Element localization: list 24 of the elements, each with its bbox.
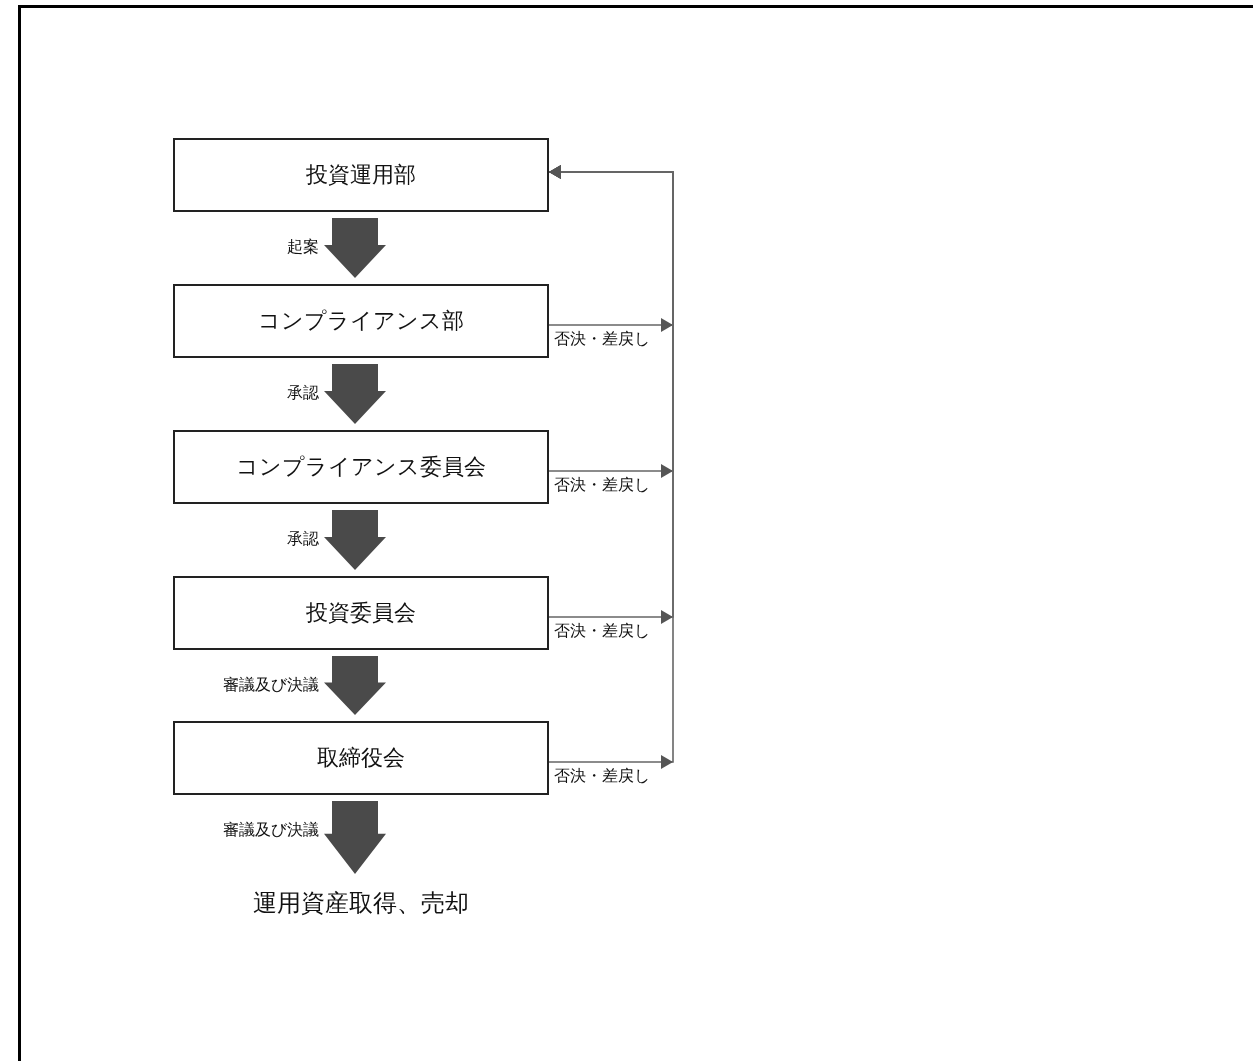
node-text: コンプライアンス委員会: [236, 453, 486, 481]
process-box: [173, 721, 549, 795]
process-box: [173, 284, 549, 358]
edge-label: 審議及び決議: [223, 675, 319, 696]
block-arrow: [324, 801, 386, 874]
return-arrow: [548, 165, 674, 769]
edge-label: 否決・差戻し: [554, 621, 650, 642]
block-arrow: [324, 510, 386, 570]
edge-label: 審議及び決議: [223, 820, 319, 841]
node-text: 運用資産取得、売却: [253, 888, 469, 919]
block-arrow: [324, 218, 386, 278]
process-box: [173, 576, 549, 650]
process-box: [173, 430, 549, 504]
edge-label: 起案: [287, 237, 319, 258]
node-text: 投資委員会: [306, 599, 416, 627]
edge-label: 否決・差戻し: [554, 766, 650, 787]
node-text: コンプライアンス部: [258, 307, 464, 335]
edge-label: 否決・差戻し: [554, 475, 650, 496]
block-arrow: [324, 364, 386, 424]
node-text: 投資運用部: [306, 161, 416, 189]
block-arrow: [324, 656, 386, 715]
node-text: 取締役会: [317, 744, 405, 772]
edge-label: 否決・差戻し: [554, 329, 650, 350]
process-box: [173, 138, 549, 212]
